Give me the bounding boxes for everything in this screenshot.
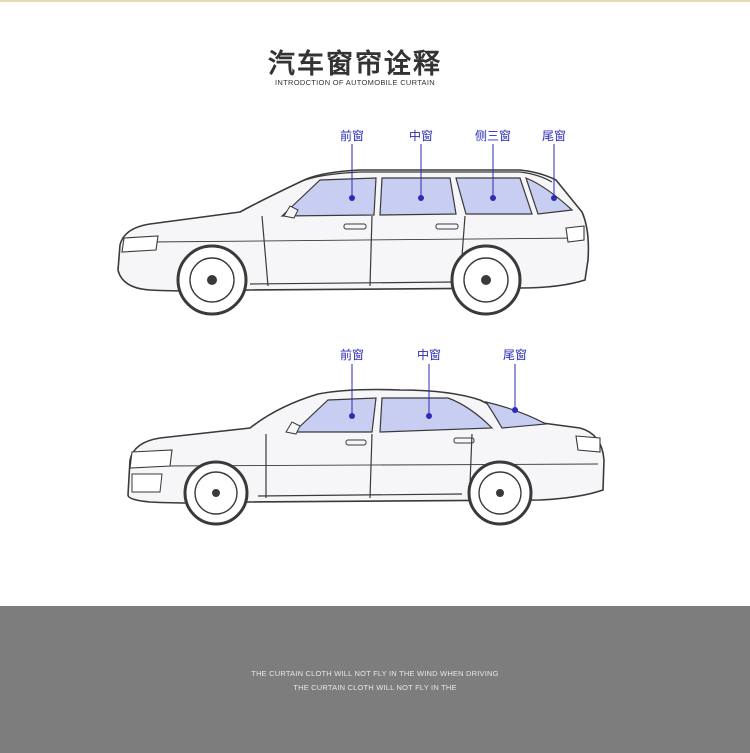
wagon-rear-wheel bbox=[450, 244, 522, 316]
callout-sedan-front: 前窗 bbox=[340, 347, 364, 419]
sedan-rear-wheel bbox=[467, 460, 533, 526]
wagon-front-wheel bbox=[176, 244, 248, 316]
sedan-front-window bbox=[292, 397, 377, 433]
wagon-middle-window bbox=[379, 177, 457, 216]
callout-sedan-rear: 尾窗 bbox=[503, 348, 527, 413]
page-subtitle: INTRODCTION OF AUTOMOBILE CURTAIN bbox=[275, 78, 435, 87]
callout-wagon-front: 前窗 bbox=[340, 128, 364, 201]
sedan-rear-window bbox=[484, 401, 549, 429]
footer-note-1: THE CURTAIN CLOTH WILL NOT FLY IN THE WI… bbox=[251, 669, 499, 678]
callout-sedan-middle: 中窗 bbox=[417, 347, 441, 419]
footer-band bbox=[0, 606, 750, 753]
sedan-front-wheel bbox=[183, 460, 249, 526]
label-wagon-middle: 中窗 bbox=[409, 128, 433, 143]
callout-wagon-rear: 尾窗 bbox=[542, 129, 566, 201]
label-sedan-rear: 尾窗 bbox=[503, 348, 527, 362]
label-sedan-front: 前窗 bbox=[340, 347, 364, 362]
callout-wagon-middle: 中窗 bbox=[409, 128, 433, 201]
footer-note-2: THE CURTAIN CLOTH WILL NOT FLY IN THE bbox=[293, 683, 457, 692]
wagon-rear-window bbox=[525, 176, 574, 215]
sedan-diagram: 前窗 中窗 尾窗 bbox=[127, 347, 605, 526]
callout-wagon-side: 侧三窗 bbox=[475, 129, 511, 201]
wagon-diagram: 前窗 中窗 侧三窗 尾窗 bbox=[117, 128, 590, 316]
label-sedan-middle: 中窗 bbox=[417, 347, 441, 362]
top-rule bbox=[0, 0, 750, 2]
label-wagon-rear: 尾窗 bbox=[542, 129, 566, 143]
label-wagon-front: 前窗 bbox=[340, 128, 364, 143]
sedan-middle-window bbox=[379, 397, 494, 433]
label-wagon-side: 侧三窗 bbox=[475, 129, 511, 143]
page-title: 汽车窗帘诠释 bbox=[268, 49, 442, 80]
